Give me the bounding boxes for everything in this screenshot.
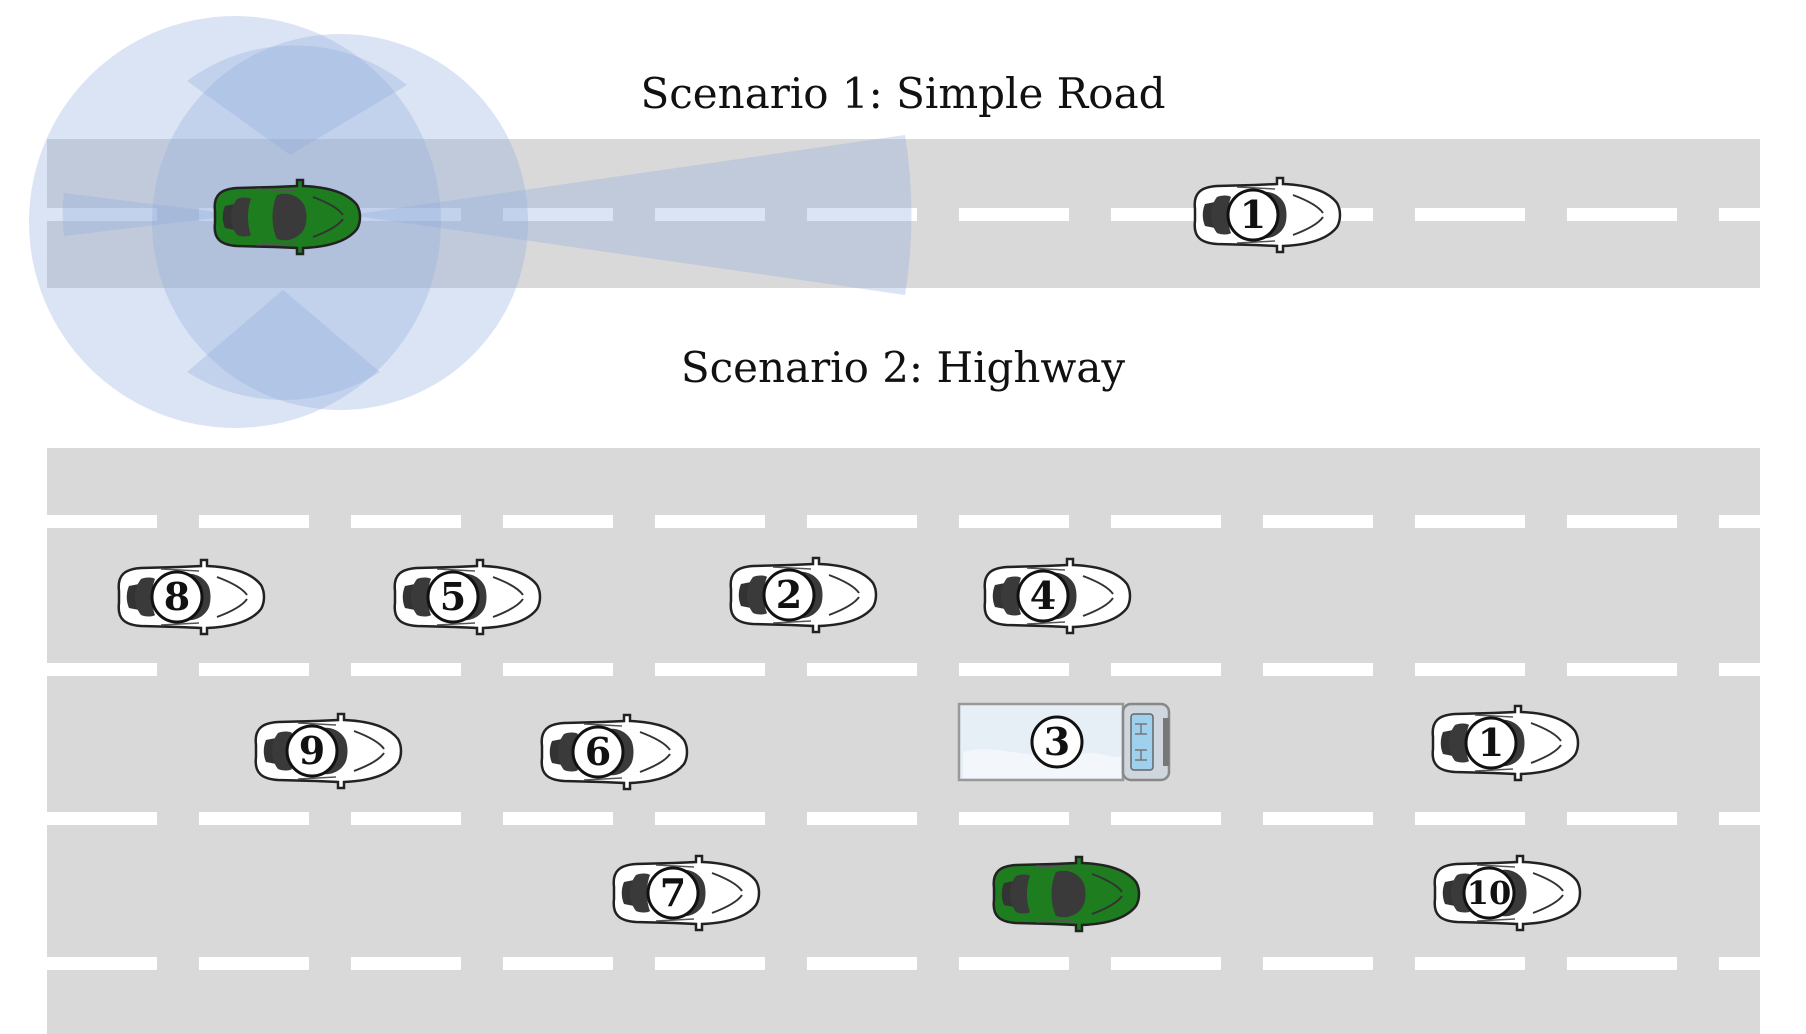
scenario2-vehicle-2: 2 [729, 556, 878, 634]
lane-dash [1567, 957, 1677, 970]
lane-dash [1111, 515, 1221, 528]
lane-dash [1719, 812, 1760, 825]
scenario1-vehicles: 1 [1193, 176, 1342, 254]
lane-dash [1415, 812, 1525, 825]
lane-dash [351, 663, 461, 676]
lane-dash [1111, 957, 1221, 970]
lane-dash [655, 515, 765, 528]
vehicle-number-badge: 1 [1240, 192, 1266, 237]
lane-dash [1415, 663, 1525, 676]
vehicle-number-badge: 6 [585, 729, 611, 774]
lane-dash [807, 663, 917, 676]
vehicle-number-badge: 1 [1478, 720, 1504, 765]
lane-dash [351, 515, 461, 528]
scenario2-ego-car [992, 855, 1141, 933]
lane-dash [1111, 208, 1221, 221]
lane-dash [1719, 515, 1760, 528]
lane-dash [199, 515, 309, 528]
vehicle-number-badge: 7 [660, 870, 686, 915]
sensor-cone-rear [62, 193, 241, 236]
scenario2-vehicle-1: 1 [1431, 704, 1580, 782]
lane-dash [351, 957, 461, 970]
lane-dash [351, 812, 461, 825]
lane-dash [807, 515, 917, 528]
lane-dash [503, 208, 613, 221]
scenario2-lane-markings [47, 515, 1760, 970]
lane-dash [655, 208, 765, 221]
lane-dash [959, 515, 1069, 528]
lane-dash [1263, 515, 1373, 528]
lane-dash [807, 957, 917, 970]
scenario2-vehicle-8: 8 [117, 558, 266, 636]
lane-dash [199, 957, 309, 970]
lane-dash [351, 208, 461, 221]
lane-dash [199, 663, 309, 676]
lane-dash [655, 957, 765, 970]
vehicle-number-badge: 9 [299, 728, 325, 773]
lane-dash [503, 812, 613, 825]
lane-dash [1719, 663, 1760, 676]
lane-dash [1111, 663, 1221, 676]
lane-dash [47, 208, 157, 221]
lane-dash [1415, 515, 1525, 528]
lane-dash [807, 812, 917, 825]
lane-dash [199, 812, 309, 825]
lane-dash [959, 663, 1069, 676]
scenario2-vehicle-5: 5 [393, 558, 542, 636]
scenario2-vehicle-7: 7 [612, 854, 761, 932]
scenario1-ego-car [213, 178, 362, 256]
vehicle-number-badge: 5 [440, 574, 466, 619]
lane-dash [1567, 812, 1677, 825]
vehicle-number-badge: 2 [776, 572, 802, 617]
lane-dash [503, 957, 613, 970]
lane-dash [1567, 208, 1677, 221]
lane-dash [655, 663, 765, 676]
lane-dash [959, 957, 1069, 970]
lane-dash [1567, 515, 1677, 528]
sensor-cone-front-left [187, 45, 407, 155]
scenario2-vehicle-4: 4 [983, 557, 1132, 635]
lane-dash [655, 812, 765, 825]
lane-dash [959, 208, 1069, 221]
lane-dash [1415, 208, 1525, 221]
lane-dash [1111, 812, 1221, 825]
scenario2-vehicles: 8 5 2 4 9 6 3 [117, 556, 1582, 932]
scenario2-vehicle-10: 10 [1433, 854, 1582, 932]
vehicle-number-badge: 3 [1044, 719, 1070, 764]
scenario2-vehicle-3-truck: 3 [957, 702, 1171, 782]
lane-dash [1719, 208, 1760, 221]
lane-dash [503, 663, 613, 676]
scenario2-vehicle-9: 9 [254, 712, 403, 790]
sensor-cone-rear-right [187, 290, 380, 401]
scenario1-title: Scenario 1: Simple Road [641, 69, 1166, 118]
lane-dash [47, 812, 157, 825]
lane-dash [1263, 663, 1373, 676]
lane-dash [1263, 812, 1373, 825]
vehicle-number-badge: 4 [1030, 573, 1056, 618]
sensor-cone-long-range [350, 135, 912, 295]
vehicle-number-badge: 8 [164, 574, 190, 619]
scenario2-title: Scenario 2: Highway [681, 343, 1126, 392]
vehicle-number-badge: 10 [1467, 874, 1512, 912]
lane-dash [47, 663, 157, 676]
lane-dash [47, 957, 157, 970]
scenario1-vehicle: 1 [1193, 176, 1342, 254]
lane-dash [47, 515, 157, 528]
lane-dash [959, 812, 1069, 825]
lane-dash [503, 515, 613, 528]
scenario2-vehicle-6: 6 [540, 713, 689, 791]
lane-dash [1567, 663, 1677, 676]
lane-dash [807, 208, 917, 221]
lane-dash [1263, 957, 1373, 970]
lane-dash [1719, 957, 1760, 970]
lane-dash [1415, 957, 1525, 970]
